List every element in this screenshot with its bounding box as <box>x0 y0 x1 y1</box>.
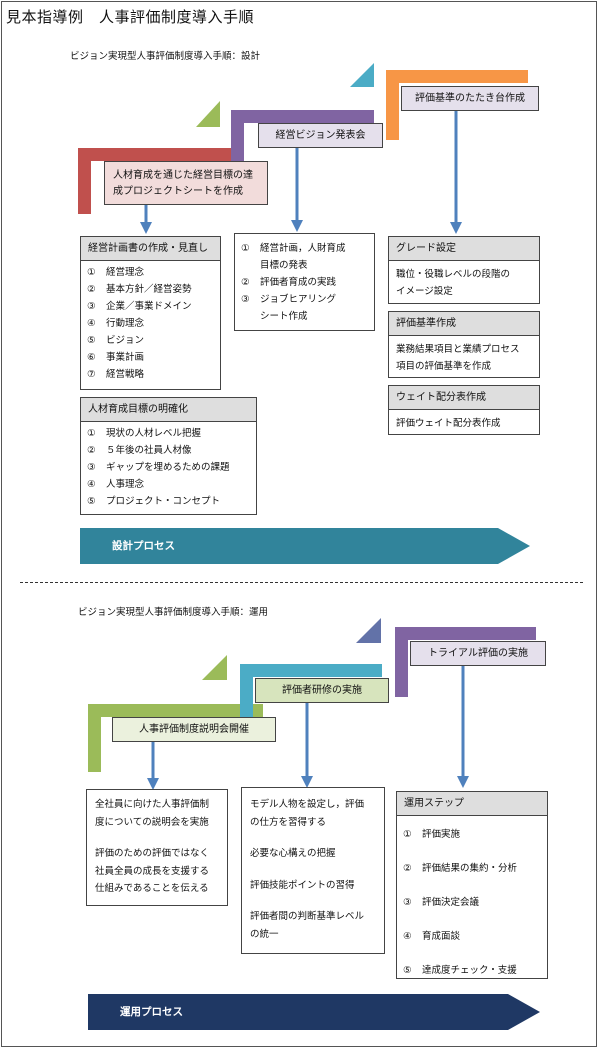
criteria-box: 評価基準作成 業務結果項目と業績プロセス 項目の評価基準を作成 <box>388 311 540 378</box>
design-step1-bar-top <box>78 148 244 161</box>
weight-box-header: ウェイト配分表作成 <box>389 386 539 410</box>
design-step3-bar-side <box>386 70 399 140</box>
design-step3-label: 評価基準のたたき台作成 <box>401 86 539 111</box>
design-step3-bar-top <box>386 70 528 83</box>
training-box-body: モデル人物を設定し，評価の仕方を習得する 必要な心構えの把握 評価技能ポイントの… <box>250 799 365 940</box>
operation-process-label-wrap: 運用プロセス <box>88 994 528 1030</box>
grade-box: グレード設定 職位・役職レベルの段階の イメージ設定 <box>388 236 540 304</box>
operation-step3-label: トライアル評価の実施 <box>410 641 546 666</box>
grade-box-body: 職位・役職レベルの段階の イメージ設定 <box>396 269 511 297</box>
explain-box: 全社員に向けた人事評価制度についての説明会を実施 評価のための評価ではなく社員全… <box>86 789 228 906</box>
operation-step3-bar-top <box>395 627 536 640</box>
trial-box-header: 運用ステップ <box>397 792 547 816</box>
operation-step1-bar-top <box>88 704 263 717</box>
design-process-label-wrap: 設計プロセス <box>80 528 520 564</box>
hr-goal-box-header: 人材育成目標の明確化 <box>81 398 256 422</box>
weight-box: ウェイト配分表作成 評価ウェイト配分表作成 <box>388 385 540 435</box>
criteria-box-body: 業務結果項目と業績プロセス 項目の評価基準を作成 <box>396 344 520 372</box>
plan-box-header: 経営計画書の作成・見直し <box>81 237 220 261</box>
weight-box-body: 評価ウェイト配分表作成 <box>396 418 501 429</box>
training-box: モデル人物を設定し，評価の仕方を習得する 必要な心構えの把握 評価技能ポイントの… <box>241 787 385 954</box>
page-title: 見本指導例 人事評価制度導入手順 <box>6 8 255 26</box>
grade-box-header: グレード設定 <box>389 237 539 261</box>
operation-step3-bar-side <box>395 627 408 697</box>
operation-step2-label: 評価者研修の実施 <box>255 678 389 703</box>
operation-subtitle: ビジョン実現型人事評価制度導入手順：運用 <box>78 607 269 618</box>
design-step2-bar-side <box>231 110 244 162</box>
design-process-label: 設計プロセス <box>112 540 175 552</box>
operation-step2-bar-side <box>240 664 253 732</box>
operation-process-label: 運用プロセス <box>120 1006 183 1018</box>
list-item: 目標の発表 <box>260 260 308 271</box>
list-item: シート作成 <box>260 311 308 322</box>
operation-step1-bar-side <box>88 704 101 772</box>
design-step1-bar-side <box>78 148 91 214</box>
design-subtitle: ビジョン実現型人事評価制度導入手順：設計 <box>70 51 261 62</box>
design-step2-label: 経営ビジョン発表会 <box>258 123 383 148</box>
criteria-box-header: 評価基準作成 <box>389 312 539 336</box>
explain-box-body: 全社員に向けた人事評価制度についての説明会を実施 評価のための評価ではなく社員全… <box>95 799 210 894</box>
design-step1-label: 人材育成を通じた経営目標の達成プロジェクトシートを作成 <box>104 161 268 205</box>
design-step2-bar-top <box>231 110 374 123</box>
operation-step2-bar-top <box>240 664 382 677</box>
section-divider <box>20 582 583 583</box>
operation-step1-label: 人事評価制度説明会開催 <box>112 717 276 742</box>
